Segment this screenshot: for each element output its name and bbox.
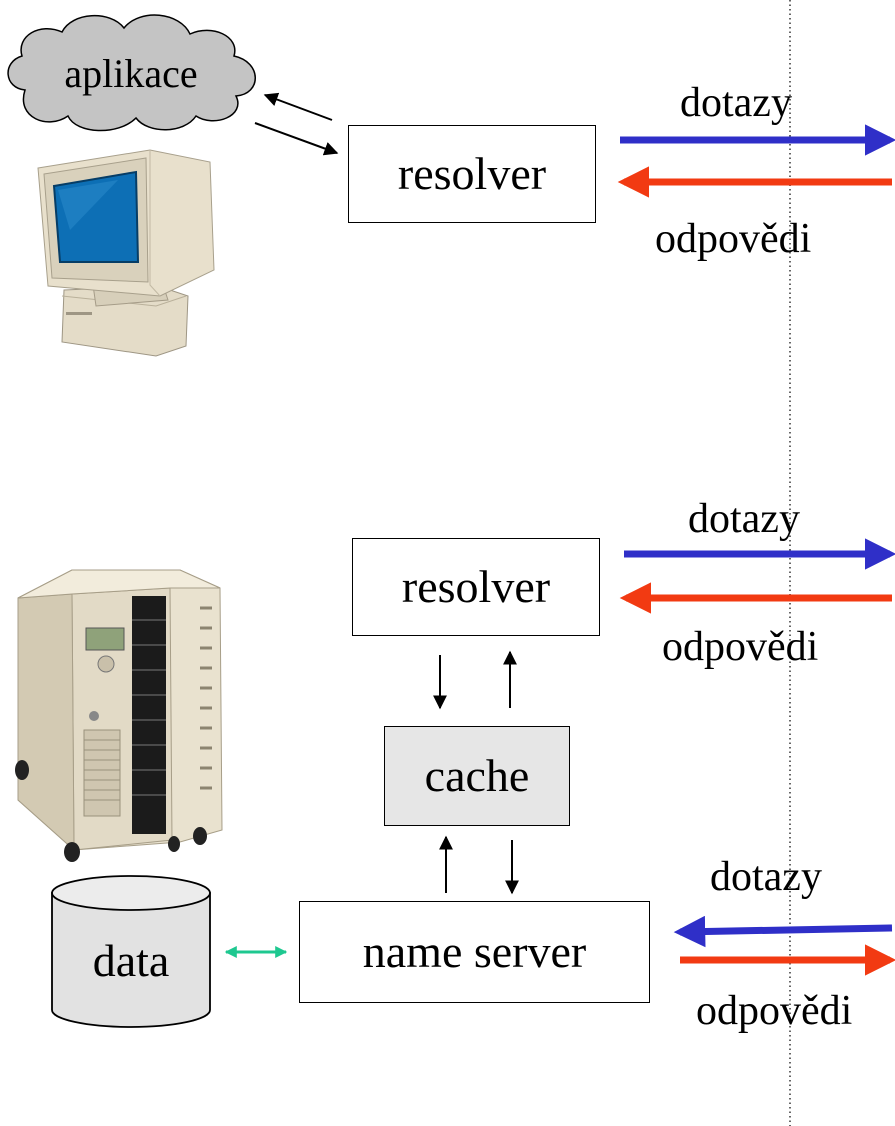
client-resolver-label: resolver <box>397 148 547 199</box>
client-query-label: dotazy <box>680 80 792 126</box>
nameserver-query-label: dotazy <box>710 854 822 900</box>
app-label: aplikace <box>64 51 198 96</box>
server-query-label: dotazy <box>688 496 800 542</box>
cloud-icon <box>7 14 256 132</box>
name-server-box: name server <box>299 901 650 1003</box>
server-resolver-box: resolver <box>352 538 600 636</box>
server-answer-label: odpovědi <box>662 624 819 670</box>
server-resolver-label: resolver <box>401 561 551 612</box>
arrow-resolver-to-app <box>263 92 333 121</box>
tower-server-icon <box>15 569 223 862</box>
database-cylinder-icon <box>51 875 211 1028</box>
client-answer-label: odpovědi <box>655 216 812 262</box>
client-resolver-box: resolver <box>348 125 596 223</box>
cache-label: cache <box>424 750 530 801</box>
desktop-computer-icon <box>37 149 215 357</box>
nameserver-query-arrow <box>673 915 893 948</box>
cache-box: cache <box>384 726 570 826</box>
name-server-label: name server <box>362 926 587 977</box>
data-label: data <box>92 935 170 986</box>
nameserver-answer-label: odpovědi <box>696 988 853 1034</box>
arrow-app-to-resolver <box>254 122 339 156</box>
